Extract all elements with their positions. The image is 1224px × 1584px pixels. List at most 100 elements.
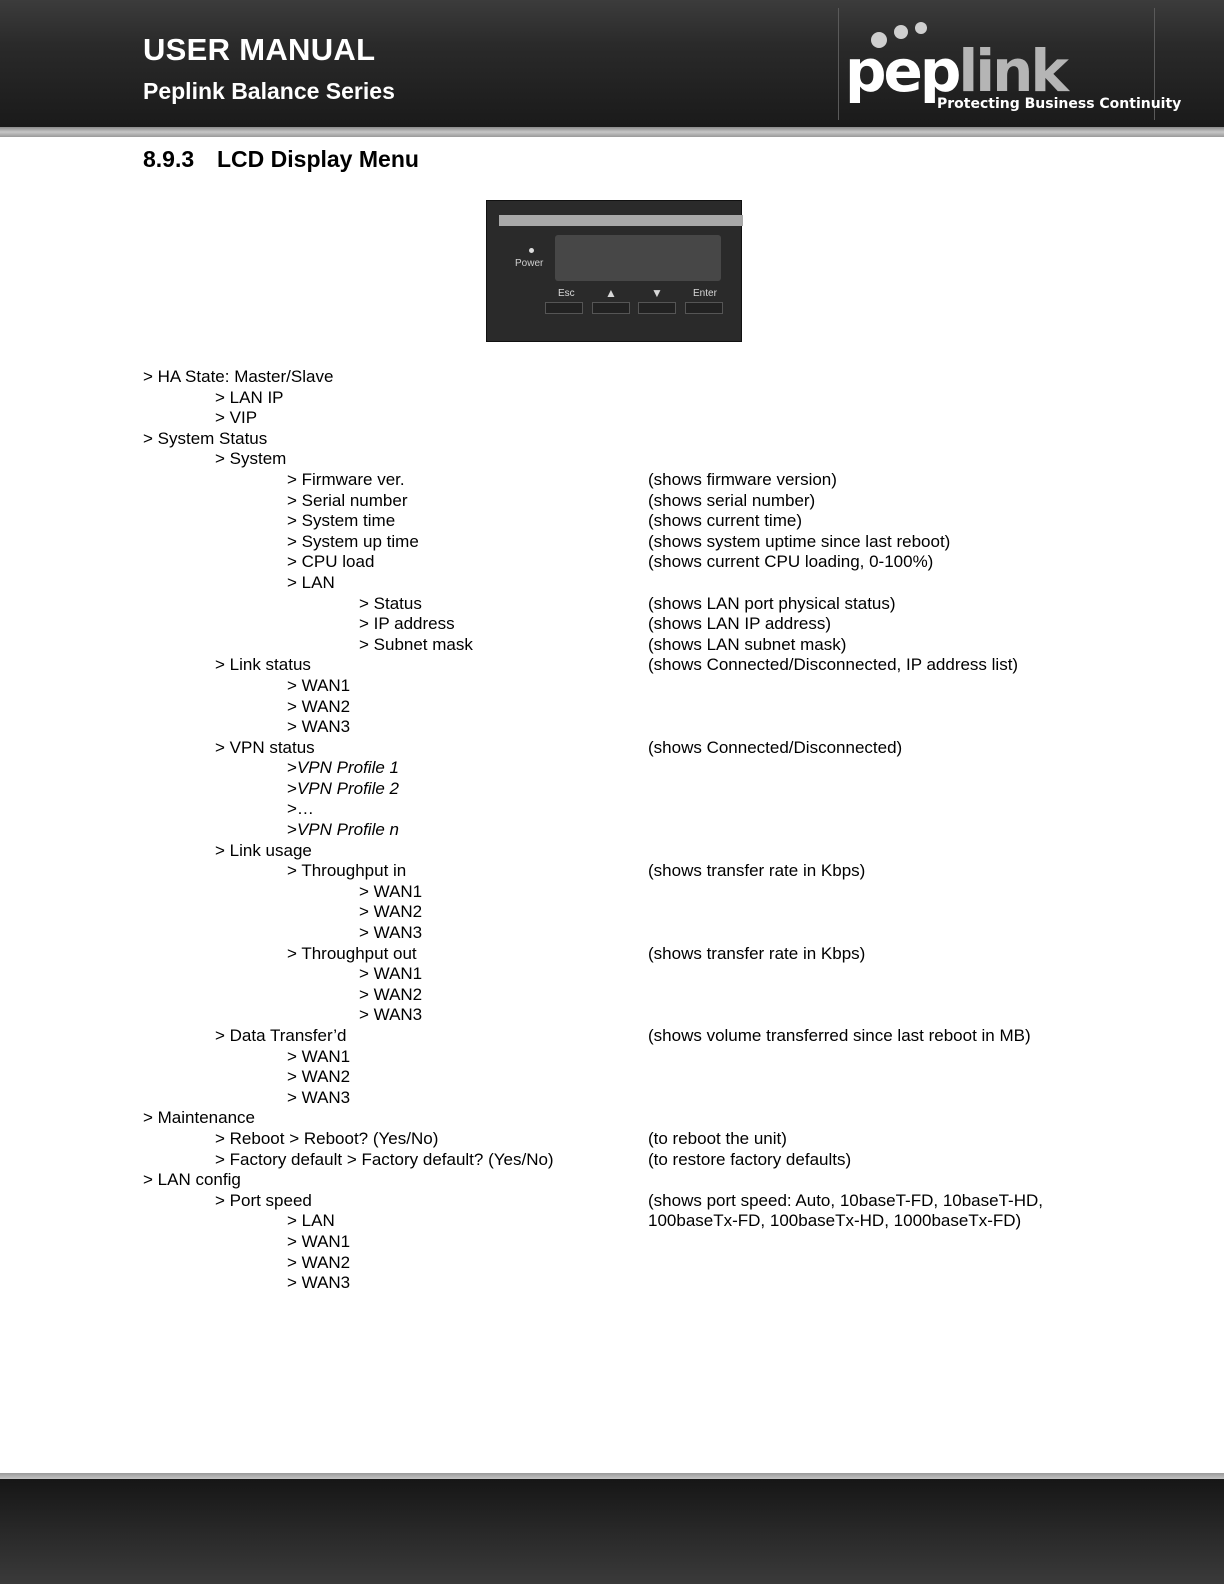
menu-item-description: (shows Connected/Disconnected) — [648, 737, 903, 757]
menu-row: > WAN3 — [0, 1005, 1224, 1026]
menu-item-text: > LAN config — [143, 1170, 241, 1190]
menu-row: > System time(shows current time) — [0, 511, 1224, 532]
menu-item-text: > Port speed — [215, 1190, 312, 1210]
menu-item-label: > WAN3 — [287, 1088, 350, 1109]
menu-item-text: > Factory default > Factory default? (Ye… — [215, 1149, 554, 1169]
menu-item-text: > System Status — [143, 428, 268, 448]
menu-item-label: >VPN Profile n — [287, 820, 399, 841]
logo-wordmark: peplink — [845, 42, 1069, 100]
enter-button — [685, 302, 723, 314]
section-number: 8.9.3 — [143, 146, 195, 172]
menu-row: > WAN1 — [0, 1047, 1224, 1068]
menu-item-label: > LAN config — [143, 1170, 241, 1191]
page-footer — [0, 1479, 1224, 1584]
menu-item-text: > LAN — [287, 572, 335, 592]
menu-row: > WAN3 — [0, 1273, 1224, 1294]
menu-item-italic-text: VPN Profile 2 — [296, 778, 399, 798]
menu-item-label: > Factory default > Factory default? (Ye… — [215, 1150, 554, 1171]
menu-item-text: > WAN3 — [287, 1273, 351, 1293]
menu-item-label: > WAN1 — [359, 882, 422, 903]
menu-row: > WAN2 — [0, 1253, 1224, 1274]
menu-item-label: > System Status — [143, 429, 267, 450]
power-label: Power — [515, 258, 544, 269]
menu-item-text: > System — [215, 449, 287, 469]
footer-divider — [0, 1473, 1224, 1479]
menu-item-text: > — [287, 778, 297, 798]
menu-item-label: > Throughput in — [287, 861, 406, 882]
peplink-logo: peplink Protecting Business Continuity — [838, 8, 1181, 120]
menu-item-text: > LAN IP — [215, 387, 284, 407]
section-title: LCD Display Menu — [217, 146, 419, 172]
menu-row: > WAN2 — [0, 1067, 1224, 1088]
up-button — [592, 302, 630, 314]
menu-row: > LAN IP — [0, 388, 1224, 409]
page-header: USER MANUAL Peplink Balance Series pepli… — [0, 0, 1224, 127]
menu-item-label: > HA State: Master/Slave — [143, 367, 333, 388]
menu-item-description: (shows system uptime since last reboot) — [648, 531, 951, 551]
manual-subtitle: Peplink Balance Series — [143, 78, 395, 104]
menu-item-description: (shows current CPU loading, 0-100%) — [648, 552, 934, 572]
menu-item-text: > WAN2 — [287, 696, 351, 716]
menu-row: > System up time (shows system uptime sin… — [0, 532, 1224, 553]
menu-item-text: > System up time — [287, 531, 419, 551]
menu-row: > Status(shows LAN port physical status) — [0, 594, 1224, 615]
header-divider — [0, 127, 1224, 137]
menu-item-label: > WAN1 — [287, 1232, 350, 1253]
menu-row: > Firmware ver.(shows firmware version) — [0, 470, 1224, 491]
lcd-menu-tree: > HA State: Master/Slave> LAN IP> VIP> S… — [0, 367, 1224, 1294]
menu-item-label: > WAN3 — [359, 1005, 422, 1026]
menu-item-description: (shows LAN subnet mask) — [648, 634, 847, 654]
menu-row: > Throughput out(shows transfer rate in … — [0, 944, 1224, 965]
menu-row: > WAN3 — [0, 1088, 1224, 1109]
menu-item-description: (shows transfer rate in Kbps) — [648, 861, 866, 881]
menu-row: >VPN Profile n — [0, 820, 1224, 841]
menu-item-label: > Firmware ver. — [287, 470, 405, 491]
menu-item-text: > WAN3 — [359, 1005, 423, 1025]
menu-item-description: (shows transfer rate in Kbps) — [648, 943, 866, 963]
esc-button — [545, 302, 583, 314]
menu-item-label: > Link usage — [215, 841, 312, 862]
down-button — [638, 302, 676, 314]
menu-item-label: > Port speed — [215, 1191, 312, 1212]
menu-item-text: > Reboot > Reboot? (Yes/No) — [215, 1128, 439, 1148]
menu-item-text: > Status — [359, 593, 422, 613]
menu-item-text: > Maintenance — [143, 1108, 255, 1128]
menu-row: > Link usage — [0, 841, 1224, 862]
menu-item-label: > Reboot > Reboot? (Yes/No) — [215, 1129, 438, 1150]
menu-item-label: > Subnet mask — [359, 635, 473, 656]
menu-row: > Subnet mask (shows LAN subnet mask) — [0, 635, 1224, 656]
menu-item-text: > VPN status — [215, 737, 315, 757]
menu-item-label: > Link status — [215, 655, 311, 676]
menu-item-description: (to reboot the unit) — [648, 1128, 787, 1148]
menu-row: > WAN2 — [0, 697, 1224, 718]
menu-row: > WAN1 — [0, 964, 1224, 985]
menu-row: > HA State: Master/Slave — [0, 367, 1224, 388]
menu-item-text: > Data Transfer’d — [215, 1026, 347, 1045]
menu-item-italic-text: VPN Profile 1 — [296, 758, 399, 778]
menu-item-label: > Serial number — [287, 491, 407, 512]
menu-row: > WAN1 — [0, 676, 1224, 697]
menu-item-label: >VPN Profile 1 — [287, 758, 399, 779]
menu-item-text: > HA State: Master/Slave — [143, 367, 334, 386]
menu-item-label: > WAN2 — [287, 1253, 350, 1274]
menu-item-label: > VIP — [215, 408, 257, 429]
menu-item-text: > System time — [287, 511, 396, 531]
menu-item-text: > WAN1 — [359, 964, 423, 984]
section-heading: 8.9.3 LCD Display Menu — [143, 146, 419, 173]
menu-item-text: > Serial number — [287, 490, 408, 510]
menu-item-label: > Maintenance — [143, 1108, 255, 1129]
menu-item-text: > — [287, 820, 297, 840]
menu-row: > Port speed(shows port speed: Auto, 10b… — [0, 1191, 1224, 1212]
menu-row: > Reboot > Reboot? (Yes/No) (to reboot th… — [0, 1129, 1224, 1150]
menu-item-text: > WAN1 — [359, 881, 423, 901]
menu-item-label: > Data Transfer’d — [215, 1026, 347, 1047]
menu-item-label: > WAN2 — [359, 902, 422, 923]
menu-item-label: >… — [287, 799, 314, 820]
menu-item-description: (shows Connected/Disconnected, IP addres… — [648, 655, 1019, 675]
menu-row: >… — [0, 799, 1224, 820]
menu-item-label: > Status — [359, 594, 422, 615]
menu-item-text: > WAN2 — [359, 984, 423, 1004]
menu-item-label: > IP address — [359, 614, 455, 635]
menu-row: > WAN1 — [0, 1232, 1224, 1253]
